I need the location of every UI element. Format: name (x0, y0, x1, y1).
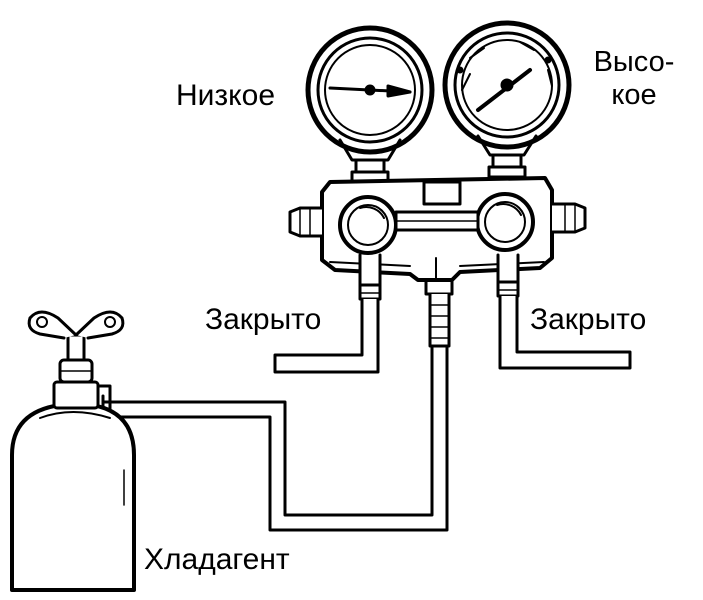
low-pressure-label: Низкое (176, 79, 276, 112)
high-pressure-label: Высо- кое (574, 46, 694, 112)
high-pressure-label-line2: кое (611, 79, 657, 111)
closed-right-label: Закрыто (530, 303, 647, 336)
high-pressure-gauge (442, 20, 572, 179)
left-hose (273, 253, 382, 374)
closed-left-label: Закрыто (205, 303, 322, 336)
high-pressure-label-line1: Высо- (593, 46, 675, 78)
refrigerant-cylinder (10, 310, 136, 592)
right-hose (496, 253, 632, 370)
manifold-block (288, 176, 587, 296)
low-pressure-gauge (305, 25, 435, 184)
refrigerant-label: Хладагент (144, 543, 290, 576)
charging-hose (96, 292, 451, 532)
